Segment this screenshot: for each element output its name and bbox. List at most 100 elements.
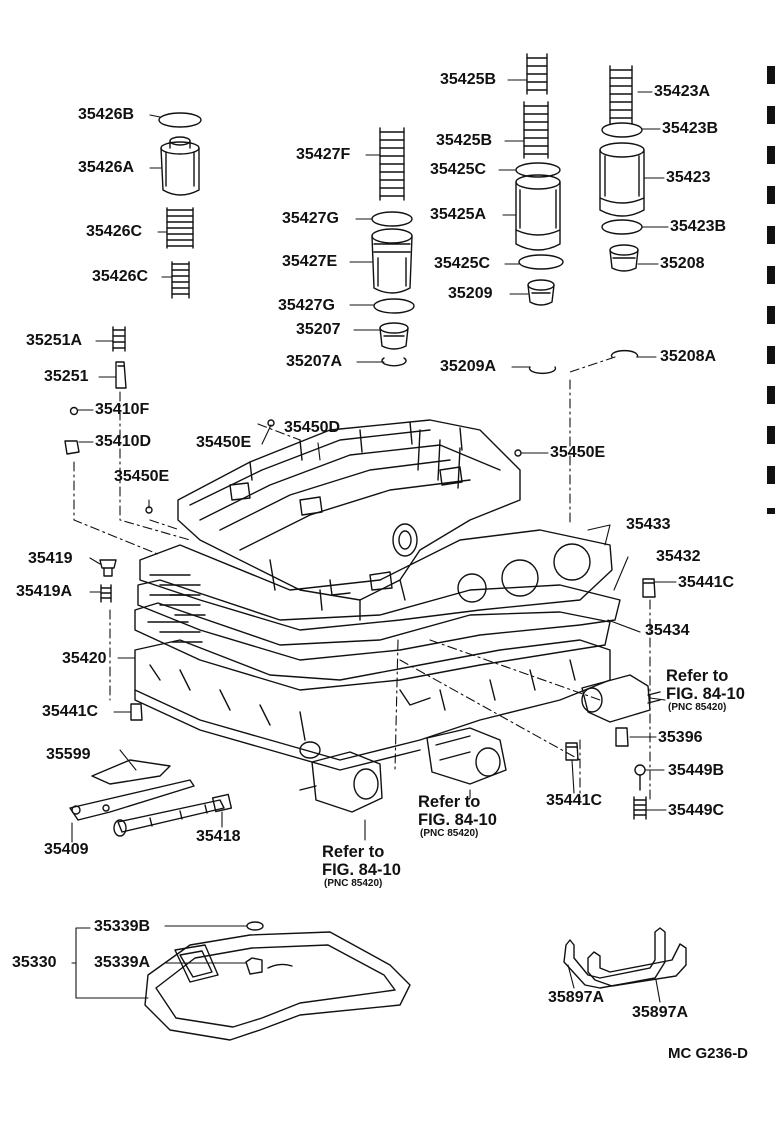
label-35251a[interactable]: 35251A — [26, 332, 83, 349]
part-35425b-spring-lower[interactable] — [523, 101, 549, 159]
label-35441c-right[interactable]: 35441C — [678, 574, 735, 591]
part-35396-plug[interactable] — [615, 727, 629, 747]
part-35423a-spring[interactable] — [609, 65, 633, 125]
part-35420-lower-valve-body[interactable] — [134, 639, 611, 771]
label-35427g-lower[interactable]: 35427G — [278, 297, 335, 314]
solenoid-left[interactable] — [299, 751, 383, 813]
part-35450d-valve-body[interactable] — [177, 419, 521, 621]
label-35423b-upper[interactable]: 35423B — [662, 120, 719, 137]
label-35251[interactable]: 35251 — [44, 368, 89, 385]
ref1-line2[interactable]: FIG. 84-10 — [666, 685, 745, 703]
part-35433-gasket-upper[interactable] — [139, 529, 613, 631]
part-35209a-clip[interactable] — [528, 366, 557, 375]
label-35209a[interactable]: 35209A — [440, 358, 497, 375]
part-35449b-ball[interactable] — [634, 764, 646, 791]
part-35427g-ring-upper[interactable] — [371, 211, 413, 227]
label-35410f[interactable]: 35410F — [95, 401, 150, 418]
label-35208a[interactable]: 35208A — [660, 348, 717, 365]
ref2-line1[interactable]: Refer to — [418, 793, 481, 811]
part-35426c-spring-upper[interactable] — [166, 207, 194, 249]
part-35208-plug[interactable] — [609, 244, 639, 272]
part-35427e-sleeve[interactable] — [371, 228, 413, 294]
label-35434[interactable]: 35434 — [645, 622, 690, 639]
part-35330-oil-pan[interactable] — [144, 931, 411, 1041]
label-35339a[interactable]: 35339A — [94, 954, 151, 971]
label-35425b-upper[interactable]: 35425B — [440, 71, 497, 88]
label-35420[interactable]: 35420 — [62, 650, 107, 667]
ref1-pnc[interactable]: (PNC 85420) — [668, 702, 727, 713]
label-35433[interactable]: 35433 — [626, 516, 671, 533]
part-35423b-ring-upper[interactable] — [601, 122, 643, 138]
label-35427e[interactable]: 35427E — [282, 253, 338, 270]
label-35396[interactable]: 35396 — [658, 729, 703, 746]
label-35425b-lower[interactable]: 35425B — [436, 132, 493, 149]
label-35450d[interactable]: 35450D — [284, 419, 341, 436]
label-35209[interactable]: 35209 — [448, 285, 493, 302]
part-35209-plug[interactable] — [527, 279, 555, 306]
label-35419a[interactable]: 35419A — [16, 583, 73, 600]
part-35425c-seal-lower[interactable] — [518, 254, 564, 270]
label-35427f[interactable]: 35427F — [296, 146, 351, 163]
part-35339b-magnet[interactable] — [246, 921, 264, 931]
label-35449c[interactable]: 35449C — [668, 802, 725, 819]
solenoid-right[interactable] — [581, 674, 661, 723]
label-35897a-left[interactable]: 35897A — [548, 989, 605, 1006]
label-35450e-top[interactable]: 35450E — [196, 434, 252, 451]
label-35450e-left[interactable]: 35450E — [114, 468, 170, 485]
part-35897a-pipe-left[interactable] — [563, 927, 666, 989]
label-35423a[interactable]: 35423A — [654, 83, 711, 100]
part-35251-pin[interactable] — [115, 361, 127, 389]
part-35419-cap[interactable] — [99, 559, 117, 577]
label-35426a[interactable]: 35426A — [78, 159, 135, 176]
part-35441c-plug-center[interactable] — [565, 742, 579, 761]
label-35207[interactable]: 35207 — [296, 321, 341, 338]
ref3-line2[interactable]: FIG. 84-10 — [322, 861, 401, 879]
label-35426c-upper[interactable]: 35426C — [86, 223, 143, 240]
label-35426c-lower[interactable]: 35426C — [92, 268, 149, 285]
part-35426b-ring[interactable] — [158, 112, 202, 128]
label-35208[interactable]: 35208 — [660, 255, 705, 272]
solenoid-center[interactable] — [426, 727, 507, 785]
part-35339a-drain-plug[interactable] — [245, 957, 293, 975]
label-35423[interactable]: 35423 — [666, 169, 711, 186]
label-35419[interactable]: 35419 — [28, 550, 73, 567]
label-35423b-lower[interactable]: 35423B — [670, 218, 727, 235]
label-35426b[interactable]: 35426B — [78, 106, 135, 123]
part-35432-plate[interactable] — [137, 579, 621, 661]
part-35449c-spring[interactable] — [633, 796, 647, 820]
ref2-line2[interactable]: FIG. 84-10 — [418, 811, 497, 829]
label-35339b[interactable]: 35339B — [94, 918, 151, 935]
label-35418[interactable]: 35418 — [196, 828, 241, 845]
label-35599[interactable]: 35599 — [46, 746, 91, 763]
label-35425c-upper[interactable]: 35425C — [430, 161, 487, 178]
ref3-line1[interactable]: Refer to — [322, 843, 385, 861]
label-35441c-left[interactable]: 35441C — [42, 703, 99, 720]
label-35330[interactable]: 35330 — [12, 954, 57, 971]
part-35409-lever[interactable] — [69, 779, 195, 821]
part-35423-sleeve[interactable] — [599, 142, 645, 217]
part-35418-manual-valve[interactable] — [113, 793, 233, 837]
label-35409[interactable]: 35409 — [44, 841, 89, 858]
label-35897a-right[interactable]: 35897A — [632, 1004, 689, 1021]
ref1-line1[interactable]: Refer to — [666, 667, 729, 685]
part-35208a-clip[interactable] — [610, 349, 639, 358]
part-35426a-sleeve[interactable] — [160, 136, 200, 196]
part-35425a-sleeve[interactable] — [515, 174, 561, 251]
part-35207a-clip[interactable] — [381, 357, 407, 367]
part-35410d-retainer[interactable] — [64, 440, 80, 455]
part-35441c-plug-right[interactable] — [642, 578, 656, 598]
part-35426c-spring-lower[interactable] — [171, 261, 190, 299]
part-35425b-spring-upper[interactable] — [526, 53, 548, 95]
part-35207-plug[interactable] — [379, 322, 409, 350]
label-35207a[interactable]: 35207A — [286, 353, 343, 370]
part-35423b-ring-lower[interactable] — [601, 219, 643, 235]
part-35419a-spring[interactable] — [100, 584, 112, 603]
part-35410f-ball[interactable] — [69, 406, 79, 416]
ref2-pnc[interactable]: (PNC 85420) — [420, 828, 479, 839]
part-35251a-spring[interactable] — [112, 326, 126, 352]
part-35441c-plug-left[interactable] — [130, 703, 143, 721]
label-35410d[interactable]: 35410D — [95, 433, 152, 450]
label-35441c-center[interactable]: 35441C — [546, 792, 603, 809]
part-35427g-ring-lower[interactable] — [373, 298, 415, 314]
label-35432[interactable]: 35432 — [656, 548, 701, 565]
